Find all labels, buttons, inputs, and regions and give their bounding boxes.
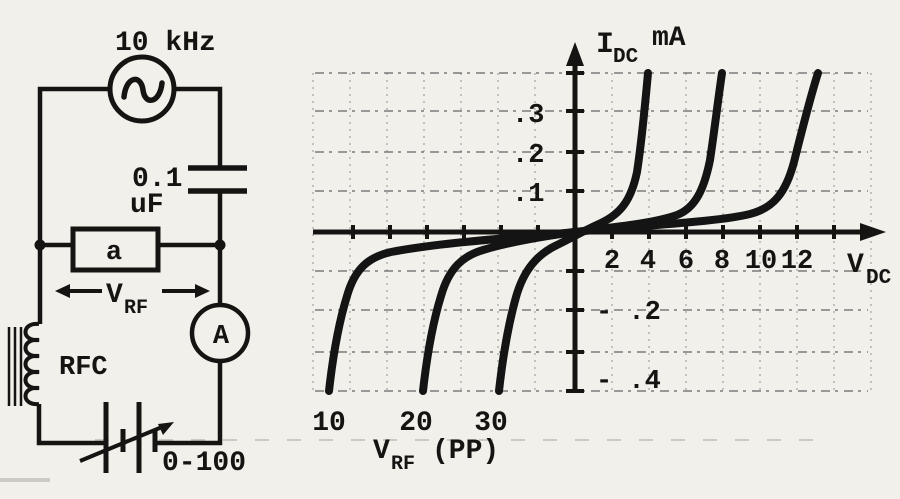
vrf-caption-main: V [373, 436, 390, 467]
y-tick-label-p1: .1 [512, 180, 544, 210]
y-tick-label-p2: .2 [512, 141, 544, 171]
y-axis-title: I DC mA [596, 23, 686, 69]
battery-short-plates [120, 429, 158, 452]
y-tick-label-n2: - .2 [596, 298, 661, 328]
curves [325, 69, 822, 395]
y-tick-label-n4: - .4 [596, 367, 661, 397]
x-tick-label: 8 [714, 247, 730, 277]
device-a-label: a [106, 238, 122, 268]
y-title-unit: mA [652, 23, 686, 54]
junction-dot-left [34, 239, 46, 251]
vrf-label-main: V [106, 280, 123, 311]
scan-artifacts [0, 439, 830, 482]
inductor-coil-icon [23, 321, 40, 407]
y-axis-arrow-icon [566, 42, 584, 66]
inductor-core-lines [7, 327, 23, 406]
x-axis-arrow-icon [860, 223, 886, 241]
x-title-sub: DC [866, 267, 892, 290]
x-tick-label: 4 [640, 247, 656, 277]
x-axis-title: V DC [847, 250, 892, 290]
variable-arrow-icon [158, 422, 174, 435]
vrf-arrow-right-icon [195, 284, 210, 298]
y-title-sub: DC [613, 46, 639, 69]
capacitor-value: 0.1 [132, 164, 182, 195]
x-title-main: V [847, 250, 864, 281]
curve-bottom-labels: 10 20 30 [312, 408, 508, 439]
vrf-caption-unit: (PP) [432, 436, 499, 467]
curve-label-20: 20 [399, 408, 433, 439]
vrf-pp-caption: V RF (PP) [373, 436, 499, 476]
x-tick-labels: 2 4 6 8 10 12 [604, 247, 813, 277]
x-tick-label: 6 [678, 247, 694, 277]
source-frequency-label: 10 kHz [115, 28, 216, 59]
variable-battery: 0-100 [79, 402, 246, 479]
characteristic-graph: I DC mA .3 .2 .1 - .2 - .4 2 4 6 8 10 12… [312, 23, 891, 476]
ammeter-label: A [213, 322, 230, 352]
y-title-main: I [596, 28, 614, 62]
vrf-label-sub: RF [124, 297, 148, 320]
curve-label-30: 30 [474, 408, 508, 439]
ammeter-circle [189, 302, 251, 364]
vrf-dimension-arrows: V RF [55, 280, 210, 320]
x-tick-label: 12 [781, 247, 813, 277]
rfc-choke: RFC [7, 321, 108, 407]
curve-label-10: 10 [312, 408, 346, 439]
x-tick-label: 10 [745, 247, 777, 277]
capacitor-unit: uF [130, 190, 164, 221]
ac-source-circle [107, 54, 177, 124]
supply-range-label: 0-100 [162, 448, 246, 479]
circuit-wires [36, 86, 223, 446]
y-tick-label-p3: .3 [512, 101, 544, 131]
y-axis-ticks [566, 71, 584, 393]
choke-label: RFC [59, 353, 108, 383]
device-a-box [70, 226, 161, 273]
circuit-diagram: 10 kHz 0.1 uF a V RF RFC A [7, 28, 251, 479]
curve-vrf-30 [495, 69, 652, 395]
vrf-caption-sub: RF [391, 453, 415, 476]
capacitor-plates [188, 165, 247, 194]
horizontal-gridlines [315, 72, 868, 392]
vrf-arrow-left-icon [55, 284, 70, 298]
junction-dot-right [214, 239, 226, 251]
variable-arrow-line [79, 425, 163, 463]
x-tick-label: 2 [604, 247, 620, 277]
sine-wave-icon [121, 76, 165, 103]
